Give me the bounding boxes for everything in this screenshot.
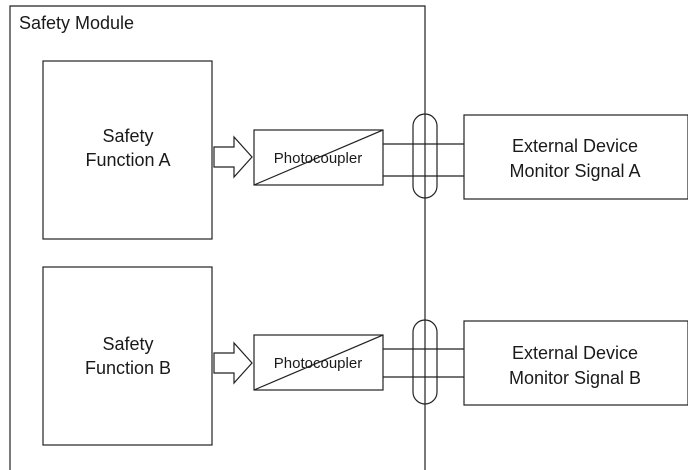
photocoupler-b-label: Photocoupler (274, 355, 362, 372)
external-device-a-label-line1: External Device (512, 136, 638, 156)
photocoupler-a-label: Photocoupler (274, 150, 362, 167)
photocoupler-b-diagonal (253, 334, 384, 391)
external-device-b-box (463, 320, 688, 406)
external-device-a-box (463, 114, 688, 200)
safety-function-a-box (42, 60, 213, 240)
channel-b: Safety Function B Photocoupler External … (42, 266, 688, 446)
safety-module-border (9, 5, 426, 470)
cable-clamp-a (412, 113, 438, 199)
cable-clamp-b (412, 319, 438, 405)
safety-module-title: Safety Module (19, 13, 134, 33)
channel-a: Safety Function A Photocoupler External … (42, 60, 688, 240)
safety-function-a-label-line1: Safety (102, 126, 153, 146)
photocoupler-a-diagonal (253, 129, 384, 186)
safety-function-a-label-line2: Function A (85, 150, 170, 170)
signal-arrow-a-icon (213, 135, 253, 179)
safety-function-b-box (42, 266, 213, 446)
signal-arrow-b-icon (213, 341, 253, 385)
safety-function-b-label-line2: Function B (85, 358, 171, 378)
safety-function-b-label-line1: Safety (102, 334, 153, 354)
external-device-a-label-line2: Monitor Signal A (509, 161, 640, 181)
external-device-b-label-line2: Monitor Signal B (509, 368, 641, 388)
external-device-b-label-line1: External Device (512, 343, 638, 363)
